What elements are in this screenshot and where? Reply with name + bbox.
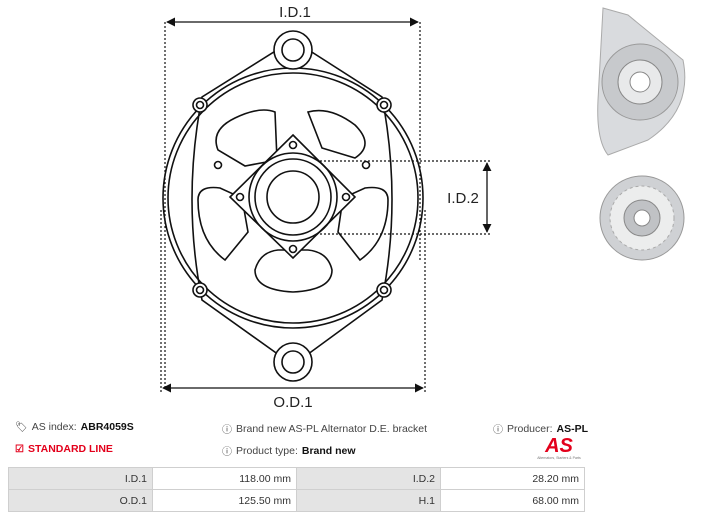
logo-mark: AS — [545, 435, 573, 457]
as-index-value: ABR4059S — [80, 421, 134, 433]
product-type: ⓘ Product type: Brand new — [222, 443, 356, 459]
product-type-label: Product type: — [236, 444, 298, 457]
producer-value: AS-PL — [556, 422, 589, 435]
standard-line-badge: ☑ STANDARD LINE — [15, 443, 113, 455]
standard-line-text: STANDARD LINE — [27, 443, 113, 455]
spec-value: 28.20 mm — [440, 467, 585, 490]
spec-value: 118.00 mm — [152, 467, 297, 490]
info-circle-icon: ⓘ — [222, 447, 232, 458]
spec-key: H.1 — [296, 489, 441, 512]
info-circle-icon: ⓘ — [493, 425, 503, 436]
description-text: Brand new AS-PL Alternator D.E. bracket — [236, 422, 428, 435]
dim-label-id1: I.D.1 — [279, 4, 311, 21]
dimension-lines — [160, 22, 490, 392]
technical-drawing: I.D.1 O.D.1 I.D.2 — [160, 4, 492, 410]
spec-value: 68.00 mm — [440, 489, 585, 512]
table-row: I.D.1 118.00 mm I.D.2 28.20 mm — [8, 467, 585, 490]
as-index-label: AS index: — [31, 421, 77, 433]
check-square-icon: ☑ — [15, 443, 24, 455]
tags-icon: 🏷 — [15, 421, 28, 433]
product-photos — [597, 7, 686, 261]
vent-windows — [197, 109, 389, 293]
spec-key: I.D.1 — [8, 467, 153, 490]
dim-label-id2: I.D.2 — [447, 190, 479, 207]
specs-table: I.D.1 118.00 mm I.D.2 28.20 mm O.D.1 125… — [8, 467, 585, 512]
as-pl-logo: AS Alternators, Starters & Parts — [535, 436, 583, 460]
spec-key: O.D.1 — [8, 489, 153, 512]
bracket-outline — [162, 30, 424, 382]
spec-key: I.D.2 — [296, 467, 441, 490]
logo-tagline: Alternators, Starters & Parts — [537, 456, 581, 460]
info-circle-icon: ⓘ — [222, 425, 232, 436]
dim-label-od1: O.D.1 — [273, 394, 312, 410]
as-index: 🏷 AS index: ABR4059S — [15, 421, 134, 433]
hub — [213, 133, 371, 260]
product-type-value: Brand new — [301, 444, 356, 457]
producer: ⓘ Producer: AS-PL — [493, 421, 589, 437]
producer-label: Producer: — [507, 422, 553, 435]
product-photo-rear — [599, 175, 685, 261]
product-photo-front — [597, 7, 686, 156]
spec-value: 125.50 mm — [152, 489, 297, 512]
description: ⓘ Brand new AS-PL Alternator D.E. bracke… — [222, 421, 428, 437]
table-row: O.D.1 125.50 mm H.1 68.00 mm — [8, 489, 585, 512]
